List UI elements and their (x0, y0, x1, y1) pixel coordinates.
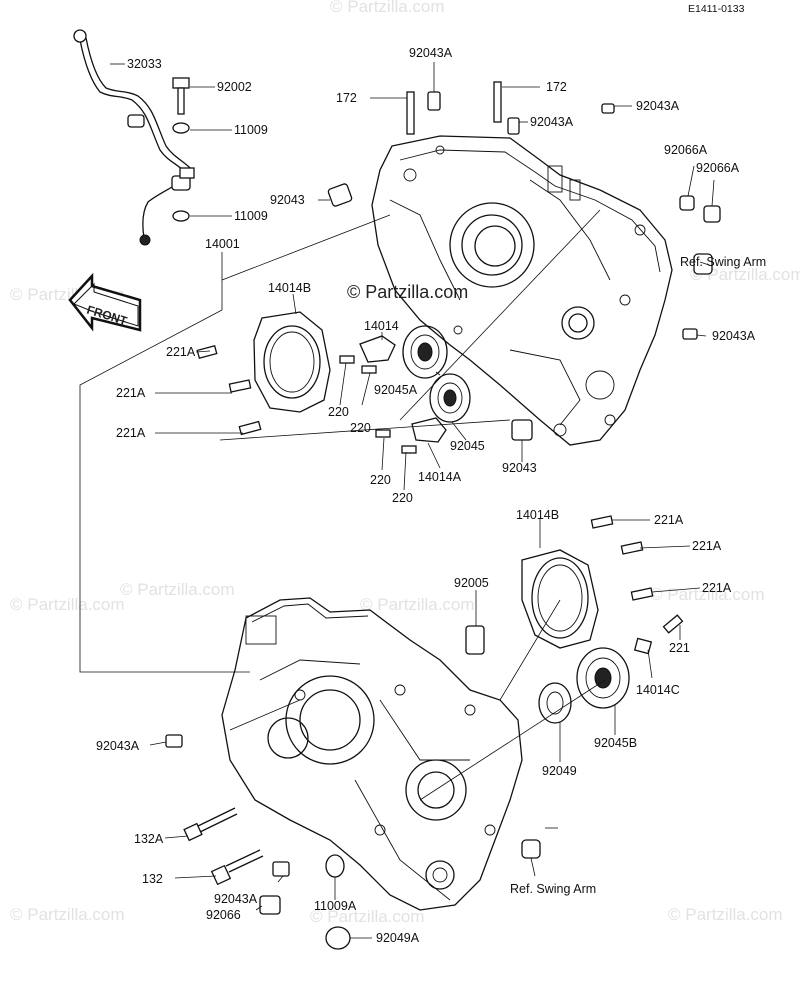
watermark: © Partzilla.com (310, 907, 425, 926)
plate-14014 (359, 335, 396, 363)
callout-92002: 92002 (217, 80, 252, 94)
front-arrow: FRONT (68, 272, 142, 332)
callout-11009: 11009 (234, 123, 268, 137)
center-watermark: © Partzilla.com (347, 282, 468, 302)
callout-92043: 92043 (502, 461, 537, 475)
callout-132A: 132A (134, 832, 164, 846)
bolt-132 (210, 849, 264, 886)
callout-92066: 92066 (206, 908, 241, 922)
callout-ref-swing-arm: Ref. Swing Arm (680, 255, 766, 269)
callout-92049: 92049 (542, 764, 577, 778)
lower-crankcase (221, 597, 523, 911)
callout-92043: 92043 (270, 193, 305, 207)
callout-221A: 221A (116, 426, 146, 440)
bearing-92045 (429, 373, 471, 423)
seal-92049A (325, 926, 351, 950)
watermark: © Partzilla.com (120, 580, 235, 599)
watermark: © Partzilla.com (690, 265, 800, 284)
plate-14014C (633, 637, 653, 655)
bolt-132A (183, 807, 238, 842)
dowel-92043A (601, 103, 615, 114)
callout-14014C: 14014C (636, 683, 680, 697)
callout-92045: 92045 (450, 439, 485, 453)
callout-92043A: 92043A (214, 892, 258, 906)
callout-11009: 11009 (234, 209, 268, 223)
callout-221A: 221A (166, 345, 196, 359)
bearing-92045A (402, 325, 448, 379)
callout-221A: 221A (116, 386, 146, 400)
callout-labels: 32033 92002 11009 11009 14001 92043A 172… (96, 46, 766, 945)
plate-14014A (411, 417, 447, 443)
callout-221A: 221A (702, 581, 732, 595)
callout-220: 220 (350, 421, 371, 435)
callout-92066A: 92066A (664, 143, 708, 157)
dowel-92043A (427, 91, 441, 111)
callout-92066A: 92066A (696, 161, 740, 175)
callout-220: 220 (392, 491, 413, 505)
watermark: © Partzilla.com (330, 0, 445, 16)
callout-92043A: 92043A (96, 739, 140, 753)
callout-172: 172 (546, 80, 567, 94)
upper-crankcase (371, 135, 673, 446)
watermark: © Partzilla.com (10, 905, 125, 924)
callout-14014: 14014 (364, 319, 399, 333)
callout-92045B: 92045B (594, 736, 637, 750)
washer-11009-low (172, 210, 190, 222)
plug-92066 (259, 895, 281, 915)
dowel-92043 (327, 183, 353, 207)
callout-220: 220 (328, 405, 349, 419)
dowel-92043-lower (511, 419, 533, 441)
callout-92045A: 92045A (374, 383, 418, 397)
callout-14014B: 14014B (516, 508, 559, 522)
dowel-92043A-bottom (272, 861, 290, 877)
callout-92043A: 92043A (636, 99, 680, 113)
leader-lines (79, 62, 715, 939)
watermark-layer: © Partzilla.com © Partzilla.com © Partzi… (10, 0, 800, 926)
watermark: © Partzilla.com (668, 905, 783, 924)
callout-221: 221 (669, 641, 690, 655)
callout-32033: 32033 (127, 57, 162, 71)
dowel-92043A-side (682, 328, 698, 340)
dowel-92043A (507, 117, 520, 135)
callout-221A: 221A (692, 539, 722, 553)
dowel-92005 (465, 625, 485, 655)
callout-92043A: 92043A (409, 46, 453, 60)
screws-221A-low (590, 515, 684, 634)
callout-132: 132 (142, 872, 163, 886)
diagram-code: E1411-0133 (688, 3, 745, 15)
swing-arm-ref-bottom (521, 839, 541, 859)
callout-14014A: 14014A (418, 470, 462, 484)
callout-92043A: 92043A (530, 115, 574, 129)
callout-ref-swing-arm: Ref. Swing Arm (510, 882, 596, 896)
callout-220: 220 (370, 473, 391, 487)
bearing-92045B (576, 647, 630, 709)
cover-14014B-top (253, 311, 331, 413)
washer-11009-top (172, 122, 190, 134)
callout-11009A: 11009A (314, 899, 357, 913)
swing-arm-ref-top (693, 253, 713, 275)
callout-92049A: 92049A (376, 931, 420, 945)
callout-92005: 92005 (454, 576, 489, 590)
watermark: © Partzilla.com (360, 595, 475, 614)
callout-221A: 221A (654, 513, 684, 527)
bushing-92066A (679, 195, 695, 211)
bushing-92066A (703, 205, 721, 223)
studs-172 (406, 81, 502, 135)
callout-172: 172 (336, 91, 357, 105)
watermark: © Partzilla.com (10, 595, 125, 614)
callout-14001: 14001 (205, 237, 240, 251)
callout-92043A: 92043A (712, 329, 756, 343)
oil-pipe (73, 29, 195, 246)
dowel-92043A-low (165, 734, 183, 748)
screws-220 (339, 355, 417, 454)
washer-11009A (325, 854, 345, 878)
seal-92049 (538, 682, 572, 724)
screws-221A-top (196, 345, 262, 436)
cover-14014B-low (521, 549, 599, 649)
callout-14014B: 14014B (268, 281, 311, 295)
bolt-92002 (172, 77, 190, 115)
